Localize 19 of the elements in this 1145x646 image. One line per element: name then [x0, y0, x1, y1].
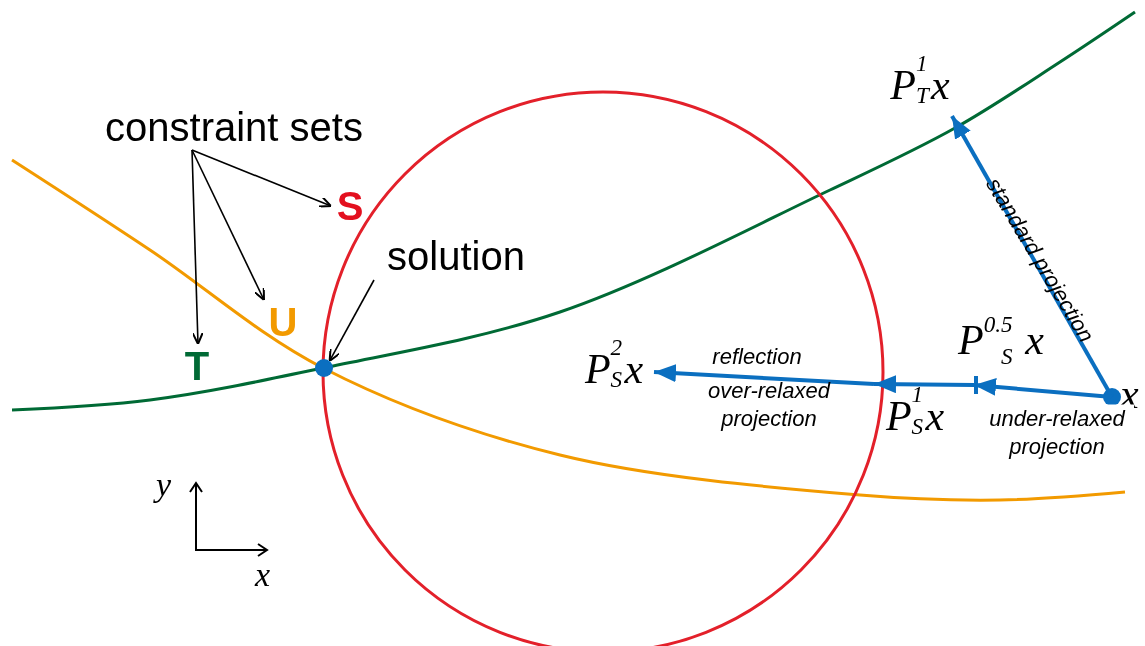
annotation-text: solution [368, 232, 544, 280]
math-label: P$^{1}$$_{S}$x [872, 384, 958, 448]
axis-label: x [255, 556, 271, 594]
arrow [191, 149, 332, 208]
set-label: S [331, 184, 369, 228]
start-point [1103, 388, 1121, 406]
set-label: T [178, 344, 216, 388]
arrow [191, 149, 265, 301]
math-label: P$^{2}$$_{S}$x [574, 338, 654, 400]
tick-mark [974, 376, 978, 394]
annotation-text: constraint sets [66, 104, 402, 150]
solution-point [315, 359, 333, 377]
set-label: U [264, 300, 302, 344]
arrow [191, 149, 204, 345]
math-label: P$^{1}$$_{T}$x [866, 54, 974, 116]
arrow [653, 364, 875, 386]
arrow [328, 279, 375, 362]
arrow [873, 375, 975, 394]
annotation-text: over-relaxed projection [707, 377, 832, 432]
